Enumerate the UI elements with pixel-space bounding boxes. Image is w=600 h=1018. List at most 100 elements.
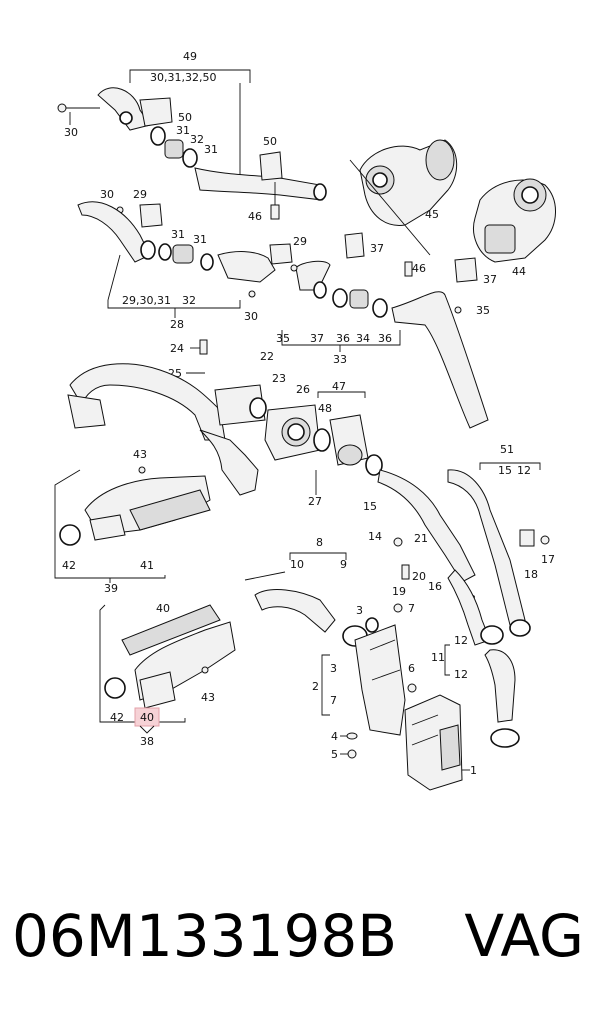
callout-9: 9: [340, 558, 347, 571]
pipe-28-end: [140, 240, 156, 260]
clamp-32-b: [172, 244, 194, 264]
callout-11: 11: [431, 651, 445, 664]
seal-21: [393, 537, 403, 547]
group-2-bracket: [321, 654, 330, 716]
bolt-35-a: [454, 306, 462, 314]
seal-ring-15: [365, 454, 383, 476]
charge-pipe-33: [391, 291, 489, 429]
clamp-32-a: [164, 139, 184, 159]
washer-4: [346, 732, 358, 740]
callout-30-b: 30: [100, 188, 114, 201]
callout-29-a: 29: [133, 188, 147, 201]
callout-30-a: 30: [64, 126, 78, 139]
gasket-29-a: [139, 203, 163, 228]
callout-18: 18: [524, 568, 538, 581]
callout-42-b: 42: [110, 711, 124, 724]
callout-28: 28: [170, 318, 184, 331]
callout-31-b: 31: [204, 143, 218, 156]
bolt-17: [540, 535, 550, 545]
callout-30-c: 30: [244, 310, 258, 323]
callout-37-a: 37: [370, 242, 384, 255]
callout-16: 16: [428, 580, 442, 593]
seal-48: [313, 428, 331, 452]
callout-43-b: 43: [201, 691, 215, 704]
seal-23: [249, 397, 267, 419]
turbocharger-45: [349, 139, 458, 256]
group-28-bracket: [107, 254, 241, 318]
callout-38: 38: [140, 735, 154, 748]
seal-ring-37-c: [313, 281, 327, 299]
callout-20: 20: [412, 570, 426, 583]
seal-12-a: [509, 619, 531, 637]
bracket-2: [354, 624, 406, 736]
pipe-end-ring-top: [313, 183, 327, 201]
seal-12-b: [480, 625, 504, 645]
component-47: [329, 414, 369, 466]
callout-45: 45: [425, 208, 439, 221]
seal-ring-31-c: [158, 243, 172, 261]
sensor-46-b: [404, 261, 413, 277]
callout-41: 41: [140, 559, 154, 572]
callout-46-b: 46: [412, 262, 426, 275]
callout-31-d: 31: [193, 233, 207, 246]
bolt-30-top: [57, 103, 100, 125]
gasket-37-b: [454, 257, 478, 283]
gasket-41: [129, 489, 211, 531]
callout-5: 5: [331, 748, 338, 761]
callout-14: 14: [368, 530, 382, 543]
callout-43-a: 43: [133, 448, 147, 461]
sensor-24: [199, 339, 208, 355]
hose-11: [484, 649, 516, 723]
gasket-29-b: [269, 243, 293, 265]
callout-50-a: 50: [178, 111, 192, 124]
callout-44: 44: [512, 265, 526, 278]
callout-35-a: 35: [476, 304, 490, 317]
highlight-part-40: [134, 707, 160, 727]
callout-50-b: 50: [263, 135, 277, 148]
callout-31-c: 31: [171, 228, 185, 241]
callout-1: 1: [470, 764, 477, 777]
egr-cooler-38: [134, 621, 236, 709]
turbocharger-44: [473, 178, 556, 263]
hose-8: [254, 589, 336, 633]
callout-37-c: 37: [310, 332, 324, 345]
seal-ring-42-b: [104, 677, 126, 699]
callout-49: 49: [183, 50, 197, 63]
part-number: 06M133198B: [12, 902, 398, 970]
callout-40-b: 40: [140, 711, 154, 724]
callout-37-b: 37: [483, 273, 497, 286]
exploded-parts-diagram: 49 30,31,32,50 30 50 31 32 31 50 46 45 3…: [54, 50, 556, 791]
callout-21: 21: [414, 532, 428, 545]
callout-7-b: 7: [330, 694, 337, 707]
callout-46-a: 46: [248, 210, 262, 223]
bolt-43-b: [201, 666, 209, 674]
callout-27: 27: [308, 495, 322, 508]
callout-19: 19: [392, 585, 406, 598]
seal-3: [365, 617, 379, 633]
pipe-13: [447, 569, 491, 646]
callout-31-a: 31: [176, 124, 190, 137]
callout-8: 8: [316, 536, 323, 549]
seal-ring-31-d: [200, 253, 214, 271]
seal-ring-31-b: [182, 148, 198, 168]
seal-ring-42-a: [59, 524, 81, 546]
callout-30-31-32-50: 30,31,32,50: [150, 71, 216, 84]
group-49-bracket: [129, 69, 251, 175]
callout-29-30-31: 29,30,31: [122, 294, 171, 307]
charge-pipe-28: [77, 201, 151, 263]
callout-33: 33: [333, 353, 347, 366]
seal-ring-31-a: [150, 126, 166, 146]
callout-15-b: 15: [498, 464, 512, 477]
intercooler-1: [404, 694, 463, 791]
callout-23: 23: [272, 372, 286, 385]
callout-3-b: 3: [330, 662, 337, 675]
bolt-10: [244, 571, 286, 581]
bolt-5: [347, 749, 357, 759]
callout-36-b: 36: [378, 332, 392, 345]
bolt-30-c: [248, 290, 256, 298]
callout-15-a: 15: [363, 500, 377, 513]
clamp-12-c: [490, 728, 520, 748]
bolt-35-b: [290, 264, 298, 272]
gasket-40: [121, 604, 221, 656]
bolt-6: [407, 683, 417, 693]
